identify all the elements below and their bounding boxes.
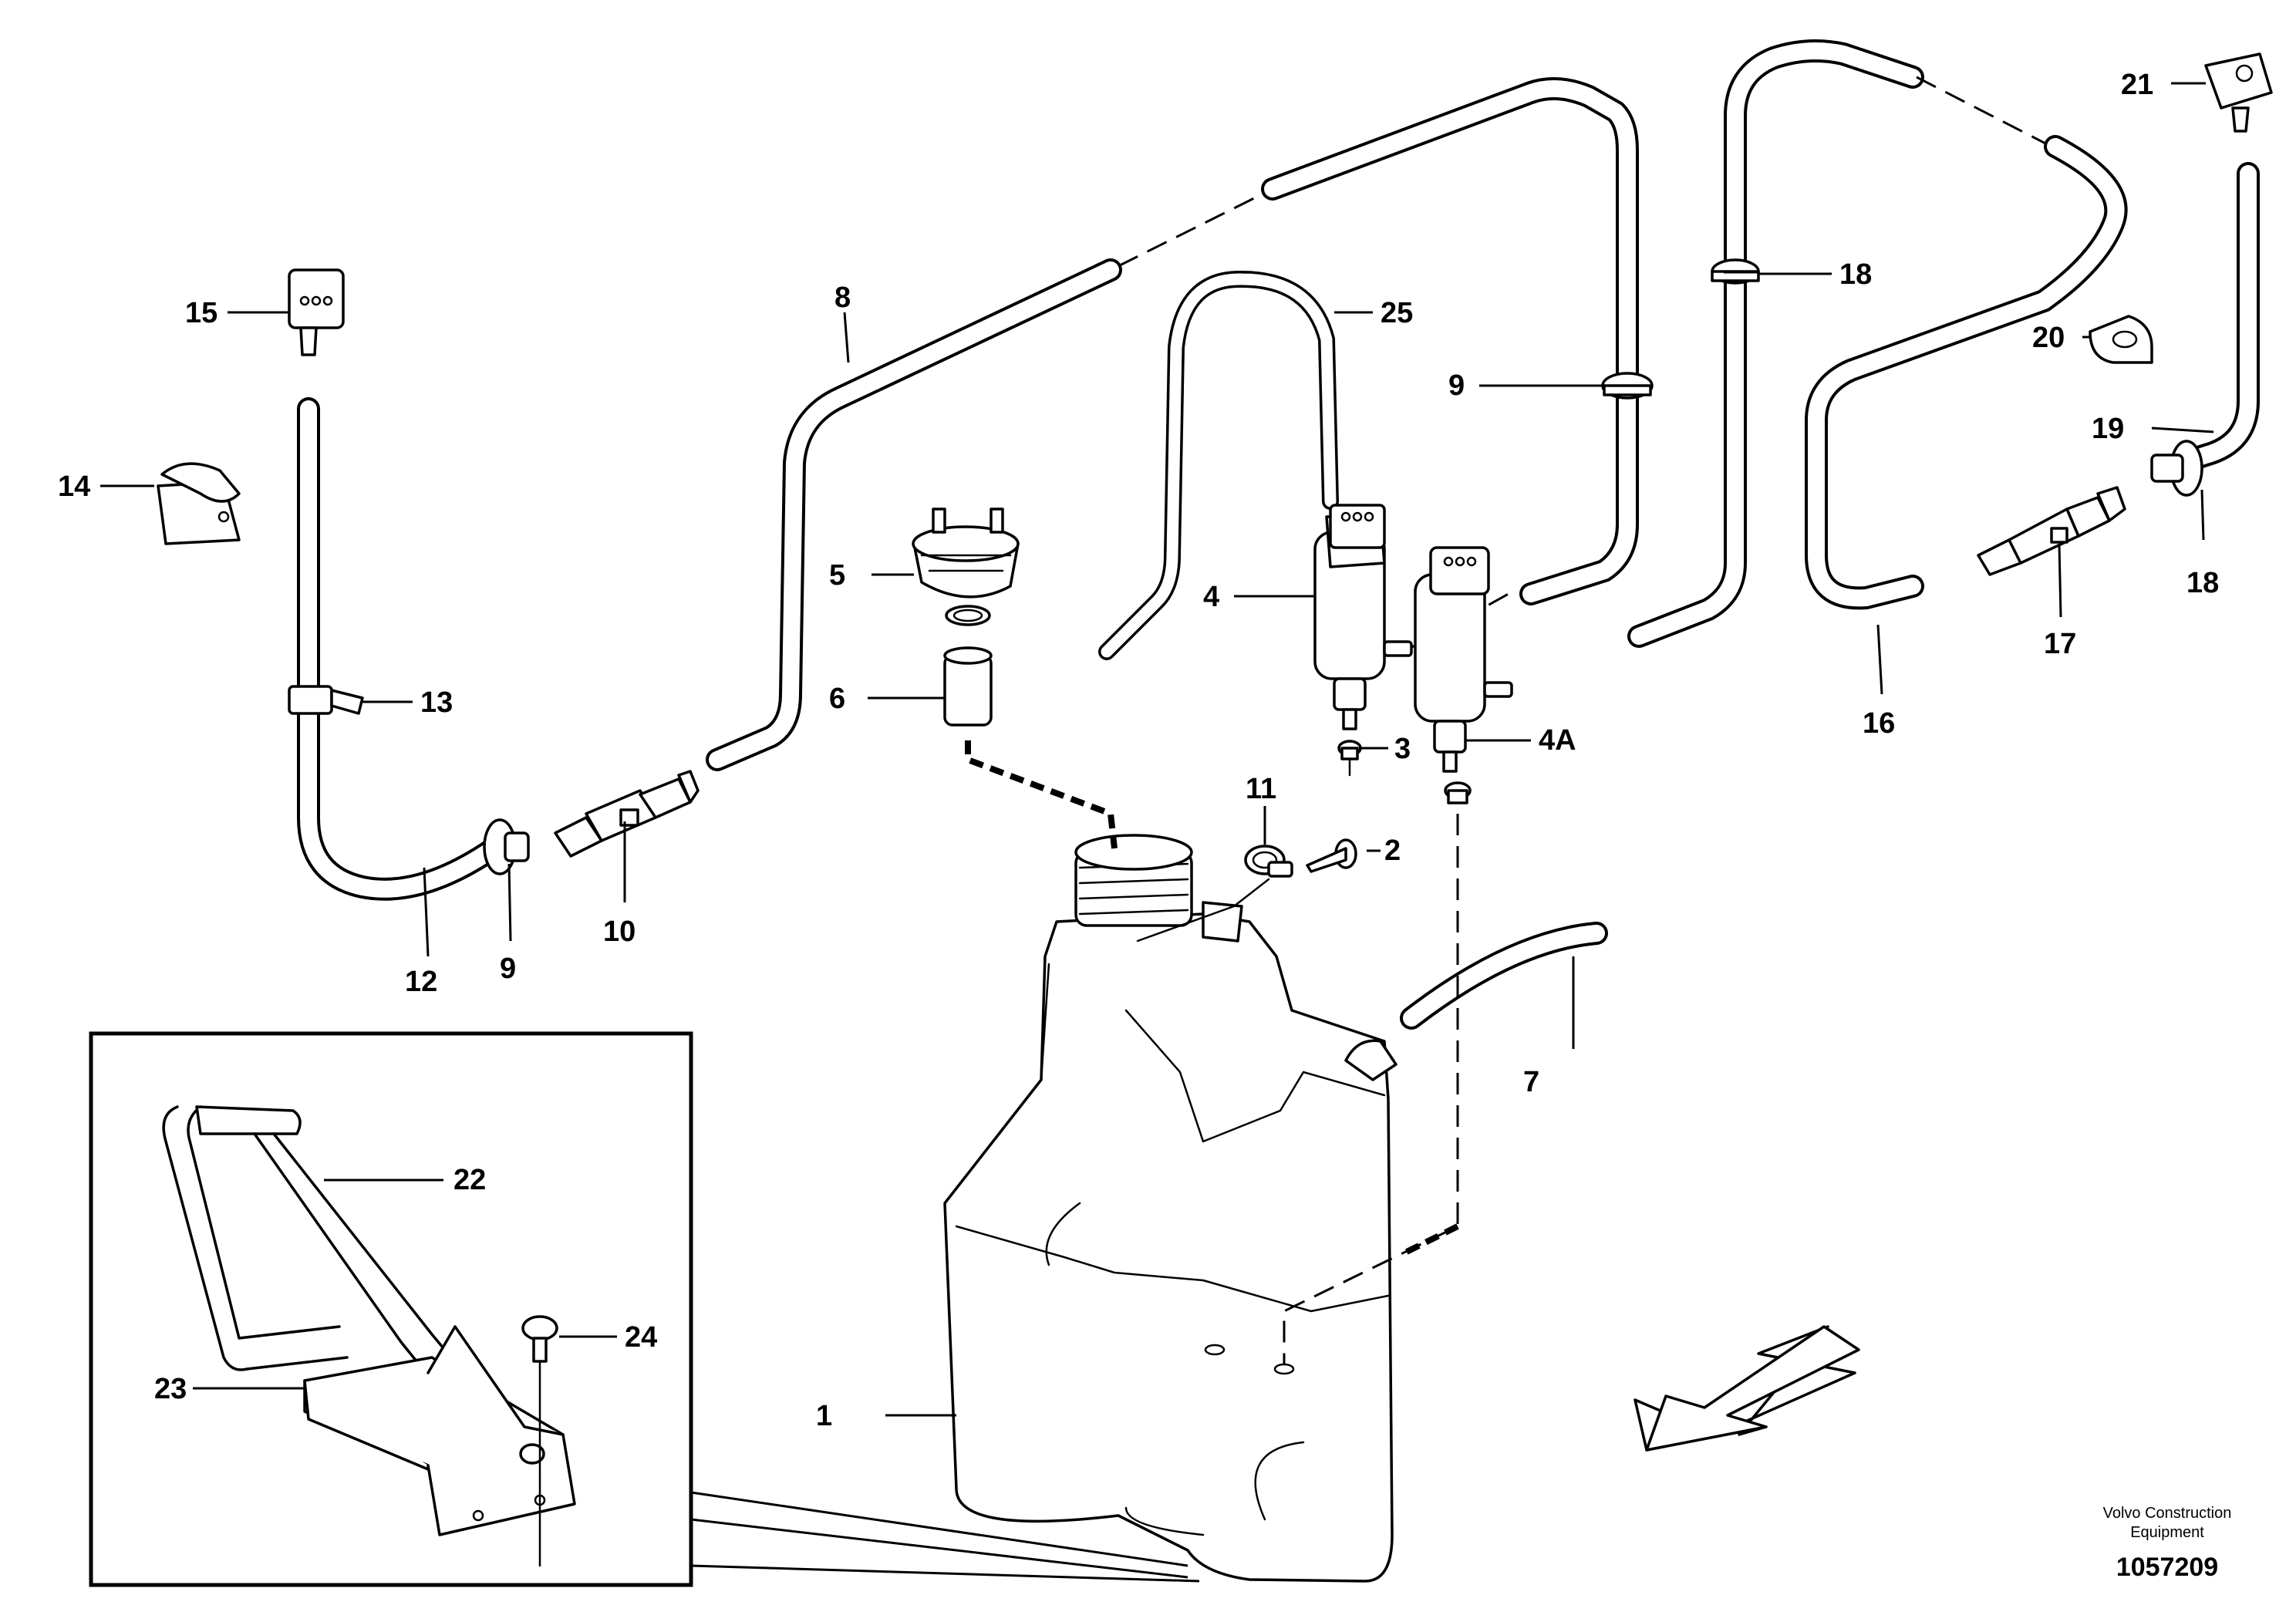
callout-24: 24 [625,1321,657,1354]
washer-tank [943,834,1397,1583]
document-number: 1057209 [2116,1553,2218,1582]
hose-25 [1098,270,1339,660]
credit-line-2: Equipment [2130,1524,2204,1541]
nozzle-21 [2204,52,2273,133]
callout-10: 10 [603,916,636,948]
assembly-line-4a-heavy [1402,1223,1459,1256]
direction-arrow-head [1645,1325,1860,1452]
hose-12 [297,397,505,901]
callout-4: 4 [1203,581,1219,613]
callout-6: 6 [829,683,845,715]
washer-pump-4a [1414,546,1513,773]
callout-3: 3 [1394,733,1411,765]
callout-23: 23 [154,1373,187,1405]
callout-2: 2 [1384,835,1401,867]
callout-19: 19 [2092,413,2124,445]
callout-9-left: 9 [500,953,516,985]
connector-17 [1977,486,2126,576]
callout-17: 17 [2044,628,2076,660]
callout-18-top: 18 [1839,258,1872,291]
credit-line-1: Volvo Construction [2103,1505,2232,1522]
leader-lines [100,82,2214,1417]
callout-11: 11 [1246,773,1276,805]
callout-labels: 1 2 3 4 4A 5 6 7 8 9 9 10 11 12 13 14 15… [58,69,2219,1432]
nozzle-15 [288,268,345,356]
hose-7 [1400,922,1608,1030]
grommet-9-right [1601,372,1654,400]
callout-25: 25 [1381,297,1413,329]
filler-cap-5 [912,508,1020,599]
callout-18-right: 18 [2186,567,2219,599]
callout-22: 22 [453,1164,486,1196]
clip-20 [2089,315,2153,364]
hose-16 [1627,39,2128,648]
screw-2 [1306,838,1357,873]
callout-12: 12 [405,966,437,998]
washer-pump-4 [1313,504,1413,730]
callout-4a: 4A [1539,724,1576,757]
grommet-9-left [483,818,530,875]
publisher-credit: Volvo Construction Equipment 1057209 [2103,1505,2232,1582]
assembly-line-4a [1283,814,1459,1365]
callout-14: 14 [58,470,90,503]
hose-8 [706,77,1639,771]
clip-14 [157,462,241,545]
grommet-18-right [2150,440,2203,497]
grommet-4a [1444,781,1472,804]
connector-10 [554,770,700,858]
hose-19 [2183,162,2260,470]
callout-13: 13 [420,686,453,719]
assembly-line-6 [965,740,1118,849]
clamp-bracket-line [1136,878,1270,943]
clamp-11 [1244,845,1293,878]
callout-20: 20 [2032,322,2065,354]
inset-panel [89,1031,1200,1587]
callout-15: 15 [185,297,217,329]
callout-9-right: 9 [1448,369,1465,402]
grommet-3 [1337,740,1362,777]
clip-13 [288,685,364,715]
callout-16: 16 [1863,707,1895,740]
callout-7: 7 [1523,1066,1539,1098]
strainer-6 [943,605,993,727]
callout-8: 8 [834,282,851,314]
callout-21: 21 [2121,69,2153,101]
callout-1: 1 [816,1400,832,1432]
callout-5: 5 [829,559,845,592]
